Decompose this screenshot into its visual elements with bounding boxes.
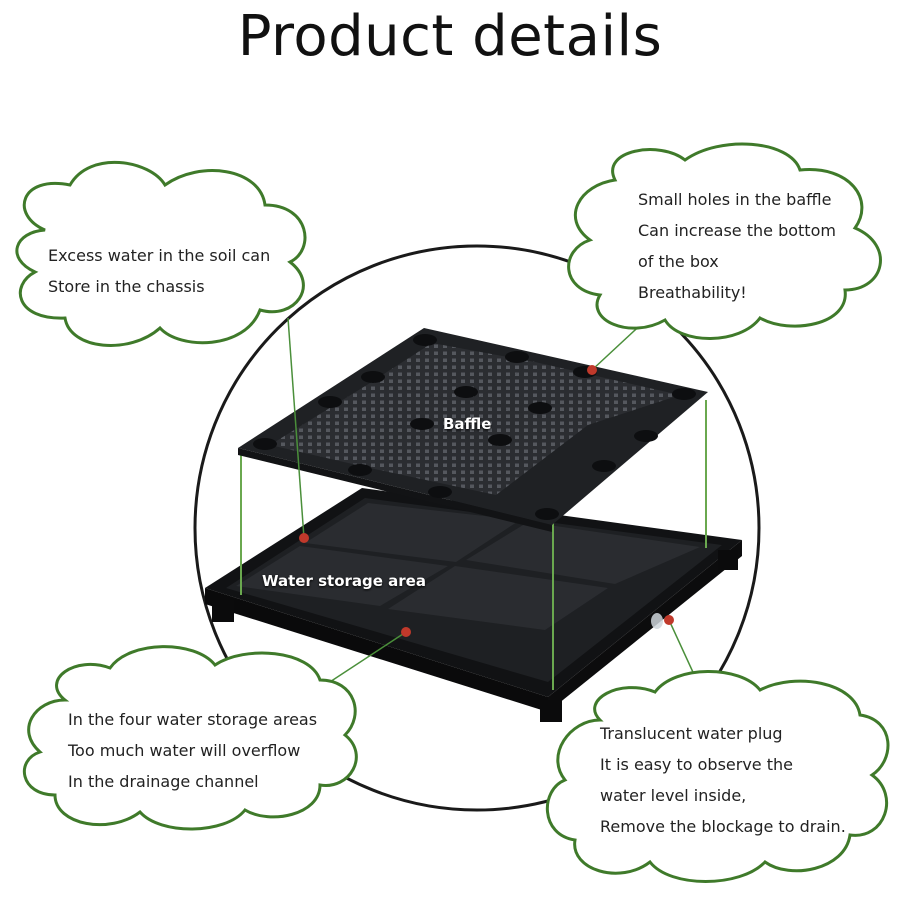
cloud-plug: [545, 670, 890, 883]
callout-storage-line: Too much water will overflow: [68, 741, 301, 760]
water-plug: [651, 613, 663, 629]
callout-soil-line: Excess water in the soil can: [48, 246, 271, 265]
cloud-storage: [22, 645, 358, 831]
callout-plug-line: Translucent water plug: [600, 724, 783, 743]
callout-plug: Translucent water plug It is easy to obs…: [600, 718, 846, 842]
marker-dot-chassis: [299, 533, 309, 543]
callout-holes-line: Small holes in the baffle: [638, 190, 832, 209]
callout-soil: Excess water in the soil can Store in th…: [48, 240, 270, 302]
background-circle: [193, 244, 761, 812]
marker-dot-baffle: [587, 365, 597, 375]
cloud-soil: [15, 161, 307, 347]
marker-dot-storage: [401, 627, 411, 637]
page-title: Product details: [237, 4, 663, 69]
callout-holes-line: Can increase the bottom: [638, 221, 836, 240]
callout-storage-line: In the four water storage areas: [68, 710, 318, 729]
callout-plug-line: It is easy to observe the: [600, 755, 793, 774]
callout-plug-line: water level inside,: [600, 786, 747, 805]
support-lines: [240, 400, 707, 690]
callout-holes: Small holes in the baffle Can increase t…: [638, 184, 836, 308]
callout-plug-line: Remove the blockage to drain.: [600, 817, 846, 836]
baffle-label: Baffle: [443, 415, 492, 433]
leader-line-soil: [287, 317, 305, 539]
baffle-plate: [238, 328, 708, 532]
marker-dots: [299, 365, 674, 637]
callout-storage-line: In the drainage channel: [68, 772, 259, 791]
water-storage-label: Water storage area: [262, 572, 426, 590]
callout-holes-line: Breathability!: [638, 283, 747, 302]
marker-dot-plug: [664, 615, 674, 625]
cloud-holes: [567, 142, 882, 340]
callout-soil-line: Store in the chassis: [48, 277, 205, 296]
callout-storage: In the four water storage areas Too much…: [68, 704, 317, 797]
callout-holes-line: of the box: [638, 252, 719, 271]
